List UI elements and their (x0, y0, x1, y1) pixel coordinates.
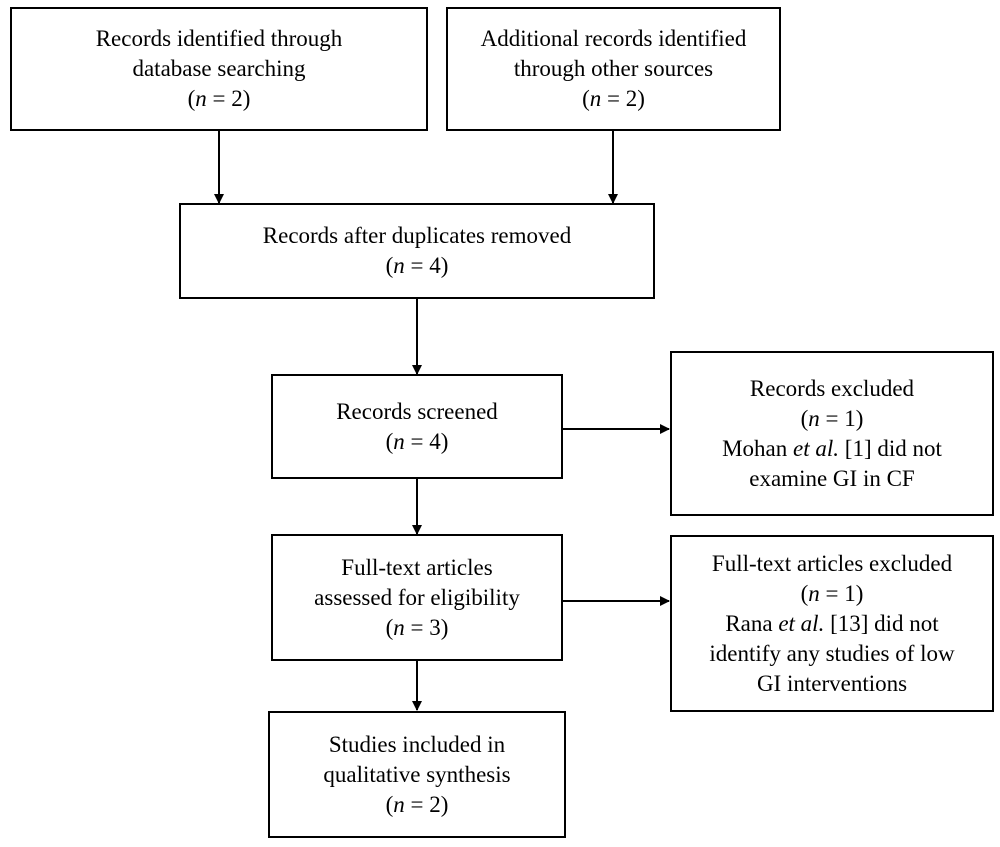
studies-included-box: Studies included in qualitative synthesi… (268, 711, 566, 838)
box-text: database searching (132, 56, 306, 81)
box-title: Records excluded (749, 375, 915, 401)
box-text: Records after duplicates removed (262, 223, 572, 248)
additional-records-box: Additional records identified through ot… (446, 7, 781, 131)
box-text: Studies included in (328, 731, 506, 757)
n-count: (n = 4) (385, 253, 449, 278)
records-identified-database-box: Records identified through database sear… (10, 7, 428, 131)
n-count: (n = 3) (385, 614, 449, 640)
fulltext-assessed-box: Full-text articles assessed for eligibil… (271, 534, 563, 661)
n-count: (n = 2) (187, 86, 251, 111)
box-text: qualitative synthesis (323, 761, 511, 787)
records-screened-box: Records screened (n = 4) (271, 374, 563, 479)
n-count: (n = 2) (385, 791, 449, 817)
exclusion-note: Mohan et al. [1] did not (722, 435, 942, 461)
box-text: Records identified through (95, 26, 343, 51)
box-text: assessed for eligibility (314, 584, 520, 610)
n-count: (n = 1) (800, 580, 864, 606)
records-excluded-box: Records excluded (n = 1) Mohan et al. [1… (670, 351, 994, 516)
box-text: through other sources (513, 56, 714, 81)
n-count: (n = 2) (582, 86, 645, 111)
exclusion-note: examine GI in CF (749, 465, 915, 491)
box-text: Additional records identified (480, 26, 747, 51)
exclusion-note: Rana et al. [13] did not (725, 610, 939, 636)
box-title: Full-text articles excluded (711, 550, 953, 576)
records-after-duplicates-box: Records after duplicates removed (n = 4) (179, 203, 655, 299)
box-text: Full-text articles (341, 554, 493, 580)
exclusion-note: GI interventions (756, 670, 908, 696)
n-count: (n = 4) (385, 428, 449, 454)
n-count: (n = 1) (800, 405, 864, 431)
fulltext-excluded-box: Full-text articles excluded (n = 1) Rana… (670, 535, 994, 712)
box-text: Records screened (336, 398, 498, 424)
exclusion-note: identify any studies of low (709, 640, 955, 666)
